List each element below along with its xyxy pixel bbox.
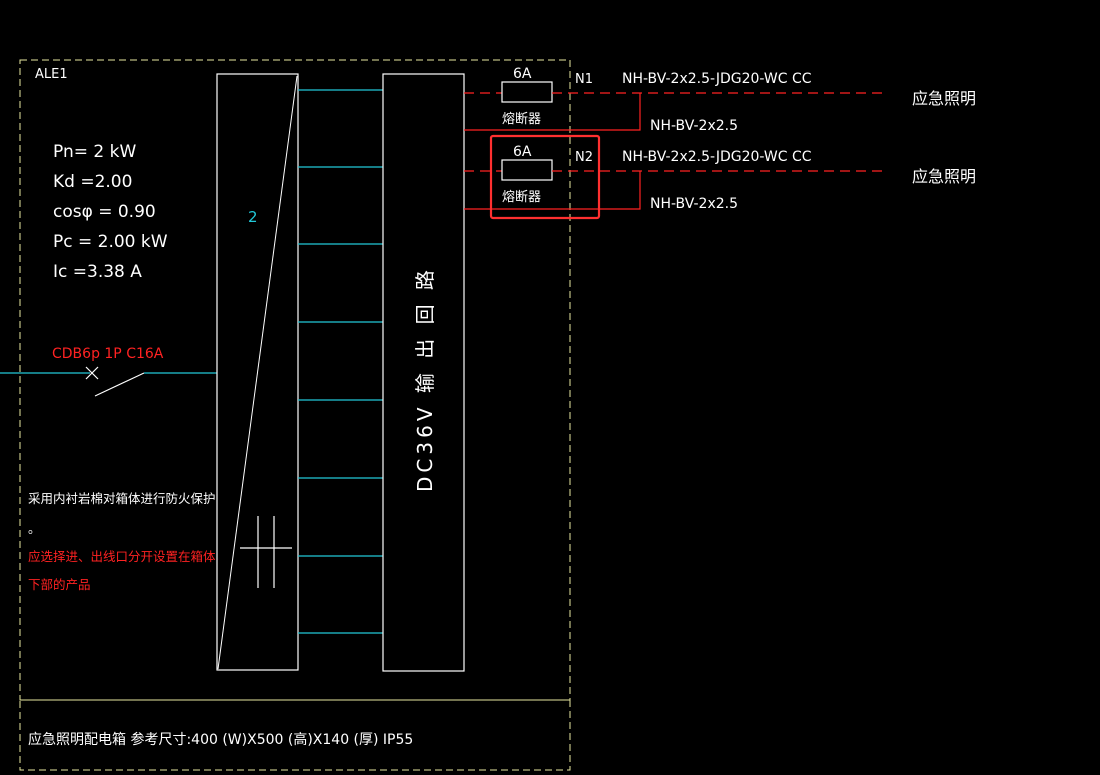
n2-fuse-label: 熔断器 [502, 190, 541, 205]
note-inlet-outlet-1: 应选择进、出线口分开设置在箱体 [28, 549, 216, 564]
n1-return-line [464, 93, 641, 131]
breaker-contact [94, 372, 145, 397]
bus-connections [298, 89, 383, 634]
n1-fuse-rating: 6A [513, 66, 532, 82]
busbar-tick-marks [240, 516, 292, 588]
breaker-x-icon [85, 366, 99, 380]
footer-spec: 应急照明配电箱 参考尺寸:400 (W)X500 (高)X140 (厚) IP5… [28, 731, 413, 748]
param-pn: Pn= 2 kW [53, 142, 136, 162]
note-fireproof: 采用内衬岩棉对箱体进行防火保护 [28, 491, 216, 506]
panel-name: ALE1 [35, 67, 68, 82]
footer-box [19, 699, 571, 771]
n2-return-line [464, 171, 641, 210]
output-module-label: DC36V 输 出 回 路 [413, 266, 437, 492]
n2-fuse-rating: 6A [513, 144, 532, 160]
param-ic: Ic =3.38 A [53, 262, 142, 282]
param-pc: Pc = 2.00 kW [53, 232, 168, 252]
output-module [382, 73, 465, 672]
note-inlet-outlet-2: 下部的产品 [28, 577, 91, 592]
breaker-label: CDB6p 1P C16A [52, 346, 164, 362]
note-period: 。 [28, 521, 41, 536]
param-cos: cosφ = 0.90 [53, 202, 156, 222]
n2-return-spec: NH-BV-2x2.5 [650, 196, 738, 212]
circuit-n1: 6A 熔断器 N1 NH-BV-2x2.5-JDG20-WC CC NH-BV-… [464, 66, 976, 134]
n1-return-spec: NH-BV-2x2.5 [650, 118, 738, 134]
n1-load: 应急照明 [912, 89, 976, 108]
busbar-diagonal [217, 75, 298, 670]
n1-fuse [501, 81, 553, 103]
parameter-list: Pn= 2 kW Kd =2.00 cosφ = 0.90 Pc = 2.00 … [53, 142, 168, 282]
n1-id: N1 [575, 72, 593, 87]
busbar-label: 2 [248, 208, 258, 226]
n1-cable-spec: NH-BV-2x2.5-JDG20-WC CC [622, 71, 812, 87]
n2-fuse [501, 159, 553, 181]
param-kd: Kd =2.00 [53, 172, 132, 192]
selection-highlight[interactable] [489, 134, 601, 220]
n2-cable-spec: NH-BV-2x2.5-JDG20-WC CC [622, 149, 812, 165]
circuit-n2: 6A 熔断器 N2 NH-BV-2x2.5-JDG20-WC CC NH-BV-… [464, 144, 976, 212]
n2-id: N2 [575, 150, 593, 165]
busbar-block [216, 73, 299, 671]
n1-fuse-label: 熔断器 [502, 112, 541, 127]
n2-load: 应急照明 [912, 167, 976, 186]
